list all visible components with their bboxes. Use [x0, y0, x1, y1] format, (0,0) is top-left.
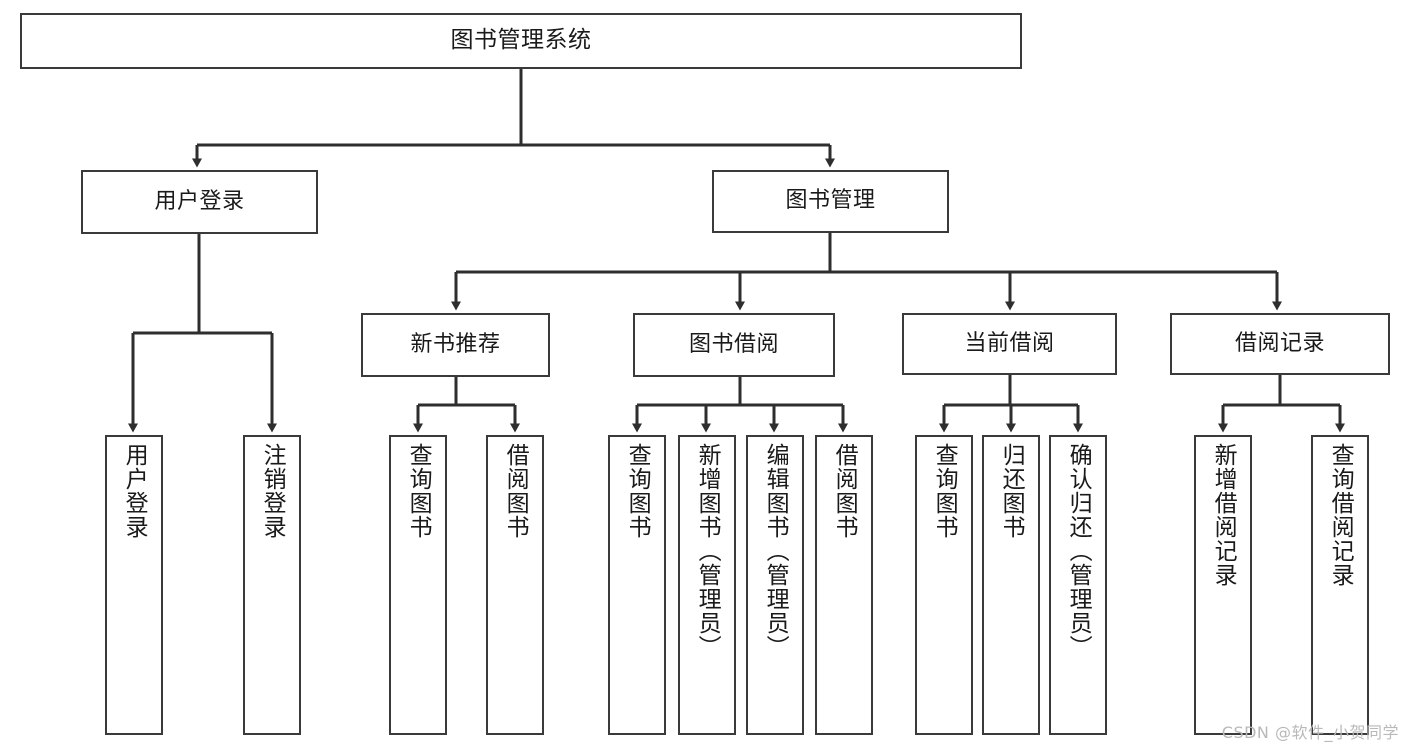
node-current-borrow[interactable]: 当前借阅: [902, 313, 1117, 375]
node-label: 借阅图书: [831, 443, 858, 539]
node-label: 用户登录: [121, 443, 148, 539]
node-book-management[interactable]: 图书管理: [712, 170, 949, 233]
node-label: 查询图书: [405, 443, 432, 539]
leaf-return-book[interactable]: 归还图书: [982, 435, 1040, 735]
node-label: 借阅记录: [1234, 330, 1325, 356]
node-label: 图书管理系统: [450, 27, 592, 54]
node-borrow-record[interactable]: 借阅记录: [1170, 313, 1390, 375]
leaf-query-book-cb[interactable]: 查询图书: [915, 435, 973, 735]
leaf-logout[interactable]: 注销登录: [243, 435, 301, 735]
leaf-user-login[interactable]: 用户登录: [105, 435, 163, 735]
node-label: 当前借阅: [964, 330, 1055, 356]
node-label: 归还图书: [998, 443, 1025, 539]
node-label: 新增借阅记录: [1210, 443, 1237, 587]
node-label: 查询借阅记录: [1327, 443, 1354, 587]
node-new-book-recommend[interactable]: 新书推荐: [361, 313, 550, 377]
node-label: 确认归还（管理员）: [1065, 443, 1092, 659]
node-label: 图书借阅: [688, 331, 779, 357]
node-label: 新增图书（管理员）: [694, 443, 721, 659]
leaf-confirm-return-admin[interactable]: 确认归还（管理员）: [1049, 435, 1107, 735]
node-label: 借阅图书: [502, 443, 529, 539]
node-user-login[interactable]: 用户登录: [81, 170, 318, 234]
node-label: 查询图书: [624, 443, 651, 539]
node-label: 注销登录: [259, 443, 286, 539]
node-label: 新书推荐: [410, 331, 501, 357]
node-book-borrow[interactable]: 图书借阅: [633, 313, 835, 377]
node-label: 图书管理: [785, 188, 876, 214]
leaf-borrow-book-bb[interactable]: 借阅图书: [815, 435, 873, 735]
leaf-query-book-nb[interactable]: 查询图书: [389, 435, 447, 735]
node-label: 编辑图书（管理员）: [762, 443, 789, 659]
leaf-borrow-book-nb[interactable]: 借阅图书: [486, 435, 544, 735]
leaf-add-borrow-record[interactable]: 新增借阅记录: [1194, 435, 1252, 735]
leaf-add-book-admin[interactable]: 新增图书（管理员）: [678, 435, 736, 735]
node-label: 查询图书: [931, 443, 958, 539]
leaf-edit-book-admin[interactable]: 编辑图书（管理员）: [746, 435, 804, 735]
node-label: 用户登录: [154, 188, 245, 214]
node-root-book-management-system[interactable]: 图书管理系统: [20, 13, 1022, 69]
leaf-query-book-bb[interactable]: 查询图书: [608, 435, 666, 735]
leaf-query-borrow-record[interactable]: 查询借阅记录: [1311, 435, 1369, 735]
